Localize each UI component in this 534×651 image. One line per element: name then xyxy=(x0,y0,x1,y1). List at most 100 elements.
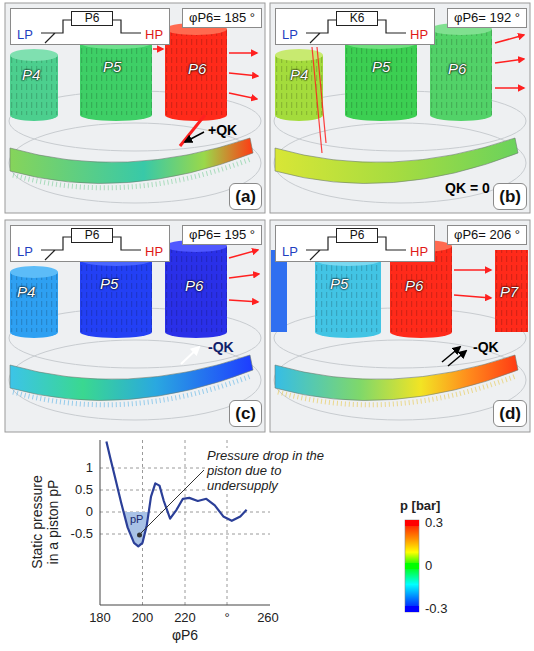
angle-label: φP6= 195 ° xyxy=(189,227,255,243)
axis-tick: 200 xyxy=(132,610,154,625)
grid-line xyxy=(185,440,186,605)
inset-ground xyxy=(275,225,435,262)
kidney-channel xyxy=(10,138,253,183)
piston-column xyxy=(10,55,58,115)
legend-swatch xyxy=(405,606,419,612)
flow-vector xyxy=(495,35,524,43)
bore-outline xyxy=(274,123,526,203)
leader-line xyxy=(140,470,204,534)
axis-title: Static pressure in a piston pP xyxy=(29,472,61,572)
flow-vector xyxy=(454,270,491,298)
piston-column xyxy=(10,266,58,278)
piston-label: P4 xyxy=(290,66,308,83)
panel-letter: (d) xyxy=(493,400,527,427)
flow-vector xyxy=(229,250,258,258)
inset-ground xyxy=(10,225,170,262)
legend-value: 0 xyxy=(425,558,432,573)
piston-label: P5 xyxy=(103,58,121,75)
port-name: P6 xyxy=(78,229,106,242)
flow-vector xyxy=(495,35,524,88)
panel-frame xyxy=(270,3,530,213)
port-label: HP xyxy=(410,244,428,259)
panel-letter: (c) xyxy=(229,400,262,427)
panel-letter-text: (b) xyxy=(499,187,521,206)
port-label: LP xyxy=(282,244,298,259)
piston-column xyxy=(430,29,492,115)
port-box: P6 xyxy=(336,228,378,243)
piston-column xyxy=(315,260,381,332)
flow-vector xyxy=(229,274,259,278)
flow-vector xyxy=(454,295,491,298)
inset-schematic: LPHPP6 xyxy=(10,225,170,262)
piston-column xyxy=(495,250,528,332)
piston-column xyxy=(165,29,227,115)
bore-outline xyxy=(9,123,261,203)
port-name: K6 xyxy=(343,12,371,25)
cfd-panel xyxy=(270,220,530,432)
grid-line xyxy=(100,534,270,535)
piston-column xyxy=(315,260,381,332)
legend-swatch xyxy=(405,520,419,526)
axis-tick: 180 xyxy=(89,610,111,625)
piston-column xyxy=(430,29,492,115)
flow-vector xyxy=(229,300,258,302)
port-label: LP xyxy=(17,244,33,259)
legend-value: 0.3 xyxy=(425,515,443,530)
kidney-channel xyxy=(10,355,253,400)
piston-column xyxy=(10,272,58,332)
piston-column xyxy=(165,246,227,332)
axis-tick: 0 xyxy=(86,504,93,519)
cfd-panel xyxy=(270,3,530,213)
axis-tick: 0.5 xyxy=(75,482,93,497)
panel-frame xyxy=(270,220,530,432)
port-label: LP xyxy=(17,27,33,42)
color-bar xyxy=(405,520,419,612)
axis-line xyxy=(100,440,101,605)
piston-label: P6 xyxy=(185,277,203,294)
flow-arrow xyxy=(448,351,466,366)
flow-vector xyxy=(495,87,524,89)
flow-vector xyxy=(495,59,524,63)
cfd-panel xyxy=(5,3,265,213)
flow-vector xyxy=(180,115,205,146)
piston-label: P6 xyxy=(448,60,466,77)
flow-arrow xyxy=(442,347,460,362)
angle-label: φP6= 192 ° xyxy=(454,10,520,26)
piston-column xyxy=(80,43,152,115)
angle-label: φP6= 185 ° xyxy=(189,10,255,26)
flow-vector xyxy=(13,376,251,405)
port-label: HP xyxy=(410,27,428,42)
piston-column xyxy=(165,246,227,332)
axis-tick: 220 xyxy=(174,610,196,625)
piston-column xyxy=(275,49,323,61)
axis-tick: 1 xyxy=(86,460,93,475)
piston-label: P5 xyxy=(372,58,390,75)
piston-column xyxy=(495,250,528,332)
piston-column xyxy=(345,43,417,115)
flow-arrow xyxy=(185,132,204,142)
piston-label: P4 xyxy=(22,66,40,83)
piston-label: P4 xyxy=(17,283,35,300)
kidney-channel xyxy=(275,355,518,400)
flow-arrow xyxy=(181,347,199,364)
flow-label: +QK xyxy=(208,122,237,138)
piston-label: P5 xyxy=(100,275,118,292)
angle-box: φP6= 192 ° xyxy=(447,8,527,28)
flow-vector xyxy=(229,93,257,99)
flow-vector xyxy=(454,269,491,271)
kidney-channel xyxy=(275,138,518,183)
flow-vector xyxy=(229,73,258,76)
legend-value: -0.3 xyxy=(425,601,447,616)
flow-label: QK = 0 xyxy=(445,180,490,196)
inset-schematic: LPHPK6 xyxy=(275,8,435,45)
panel-letter: (b) xyxy=(493,183,527,210)
flow-vector xyxy=(229,250,259,302)
flow-vector xyxy=(278,376,516,405)
flow-vector xyxy=(312,47,326,153)
piston-label: P6 xyxy=(405,277,423,294)
port-box: K6 xyxy=(336,11,378,26)
port-label: HP xyxy=(145,27,163,42)
panel-letter: (a) xyxy=(229,183,262,210)
axis-tick: -0.5 xyxy=(71,526,93,541)
